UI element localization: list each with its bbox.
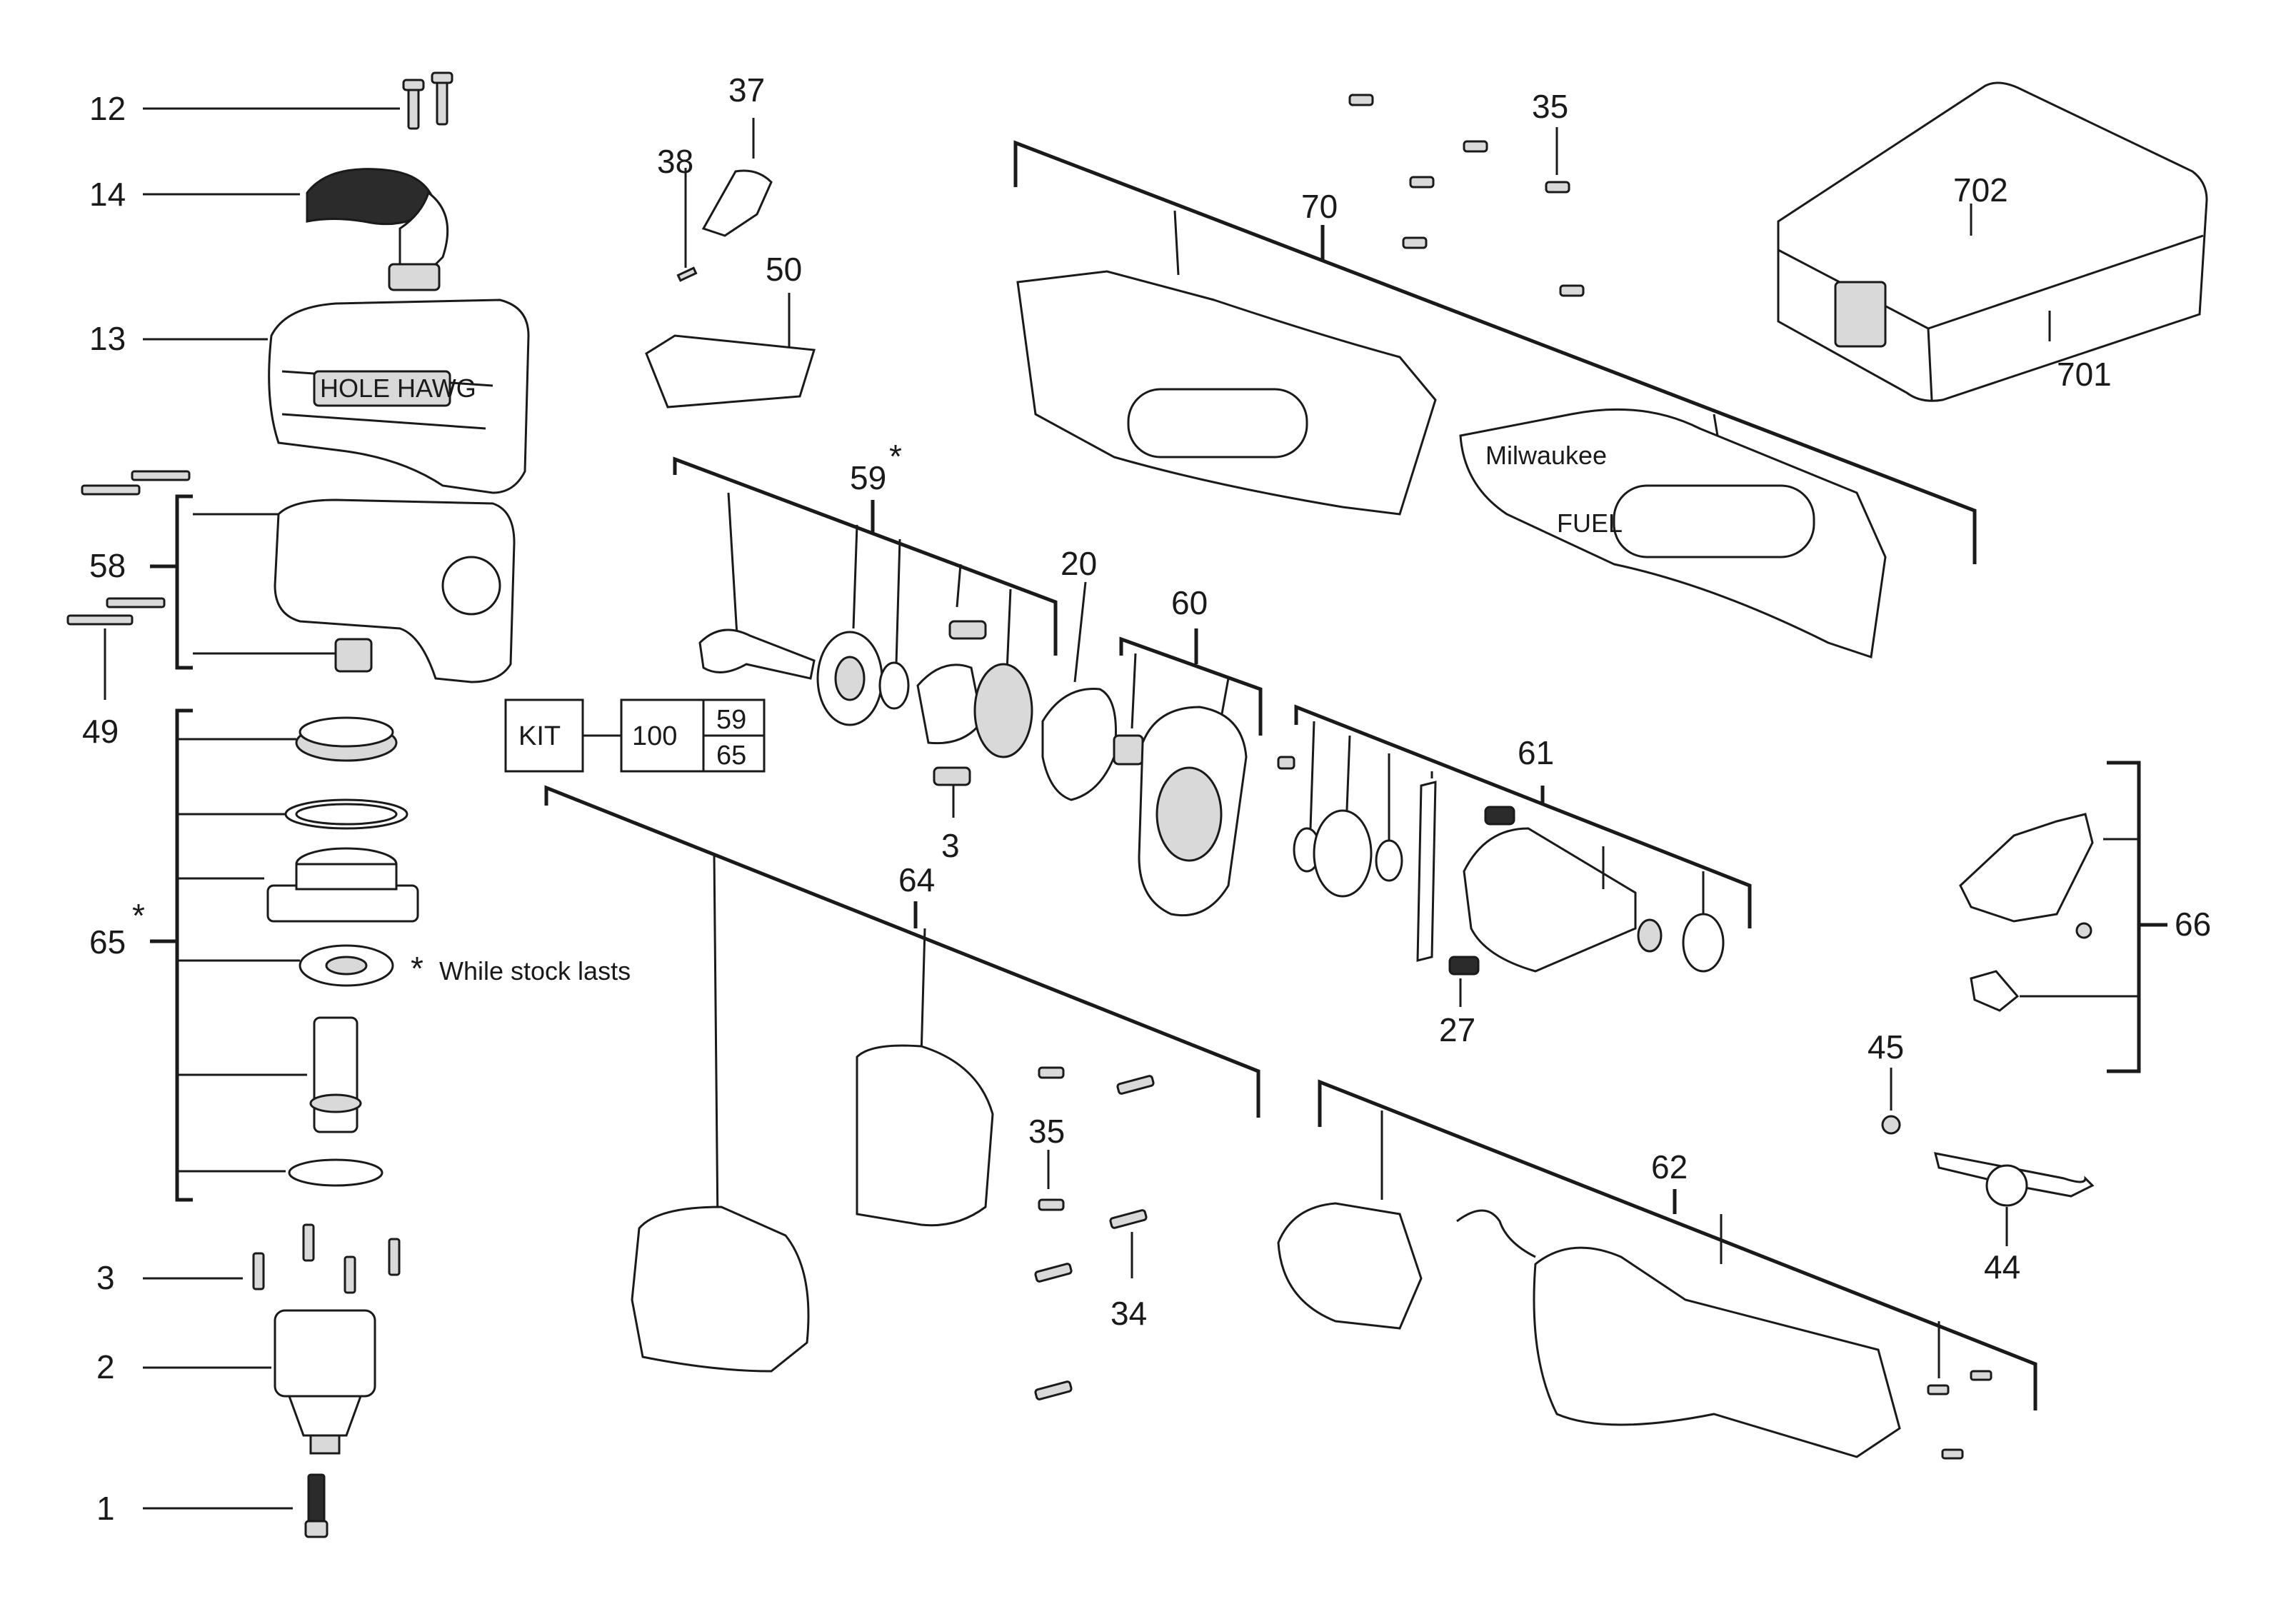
callout-3-left: 3 <box>96 1259 115 1296</box>
part-62-stator-electronics <box>1277 1079 2037 1460</box>
callout-45: 45 <box>1868 1028 1904 1066</box>
callout-2: 2 <box>96 1348 115 1385</box>
callout-3-center: 3 <box>941 827 960 864</box>
kit-number: 100 <box>632 721 677 751</box>
part-3-center-screw <box>933 766 971 818</box>
callout-65: 65 <box>89 923 126 961</box>
callout-27: 27 <box>1439 1011 1475 1048</box>
part-20-gasket <box>1041 581 1117 801</box>
callout-38: 38 <box>657 143 693 180</box>
callout-14: 14 <box>89 176 126 213</box>
part-12-screws <box>143 71 453 130</box>
part-64-motor-housing <box>544 785 1260 1373</box>
callout-37: 37 <box>728 71 765 109</box>
brand-milwaukee: Milwaukee <box>1485 441 1607 470</box>
callout-12: 12 <box>89 90 126 127</box>
callout-70: 70 <box>1301 188 1338 225</box>
callout-20: 20 <box>1061 545 1097 582</box>
part-50-label <box>645 293 816 408</box>
callout-50: 50 <box>766 251 802 288</box>
part-2-chuck <box>143 1309 376 1455</box>
asterisk-note: * <box>411 950 423 987</box>
callout-34: 34 <box>1111 1295 1147 1332</box>
callout-35-top: 35 <box>1532 88 1568 125</box>
part-49-bolts <box>66 470 191 700</box>
part-13-housing-cover: HOLE HAWG <box>143 299 530 494</box>
callout-58: 58 <box>89 547 126 584</box>
part-66-switch-parts <box>1959 761 2167 1073</box>
asterisk-65: * <box>132 897 145 934</box>
kit-title: KIT <box>518 721 561 751</box>
callout-62: 62 <box>1651 1148 1688 1186</box>
callout-60: 60 <box>1171 584 1208 621</box>
stock-note: While stock lasts <box>439 956 631 986</box>
part-59-gear-kit <box>673 456 1058 758</box>
brand-hole-hawg: HOLE HAWG <box>320 374 476 403</box>
callout-13: 13 <box>89 320 126 357</box>
part-14-side-handle <box>143 168 449 291</box>
callout-1: 1 <box>96 1490 115 1527</box>
callout-61: 61 <box>1518 734 1554 771</box>
part-60-bearing-plate <box>1113 628 1263 917</box>
kit-box <box>504 698 766 773</box>
part-45-44-chuck-key <box>1881 1068 2095 1246</box>
part-61-armature-kit <box>1277 704 1752 1007</box>
part-58-gear-housing <box>150 494 516 683</box>
callout-49: 49 <box>82 713 119 750</box>
callout-701: 701 <box>2057 356 2112 393</box>
brand-fuel: FUEL <box>1557 508 1623 538</box>
part-35-34-screws-center <box>1034 1066 1155 1400</box>
callout-64: 64 <box>898 861 935 898</box>
kit-part-59: 59 <box>716 705 746 735</box>
asterisk-59: * <box>889 438 902 475</box>
kit-part-65: 65 <box>716 741 746 771</box>
part-65-spindle-kit <box>150 708 419 1202</box>
callout-44: 44 <box>1984 1248 2020 1285</box>
part-3-screws <box>143 1223 401 1294</box>
callout-66: 66 <box>2175 906 2211 943</box>
callout-702: 702 <box>1953 171 2008 209</box>
part-1-chuck-screw <box>143 1473 329 1538</box>
part-701-702-carry-case <box>1777 81 2208 402</box>
part-37-38-trigger <box>676 118 773 282</box>
part-35-screws-top <box>1348 94 1585 297</box>
callout-35-center: 35 <box>1028 1113 1065 1150</box>
part-70-handle-housing: Milwaukee FUEL <box>1013 140 1977 658</box>
callout-59: 59 <box>850 459 886 496</box>
